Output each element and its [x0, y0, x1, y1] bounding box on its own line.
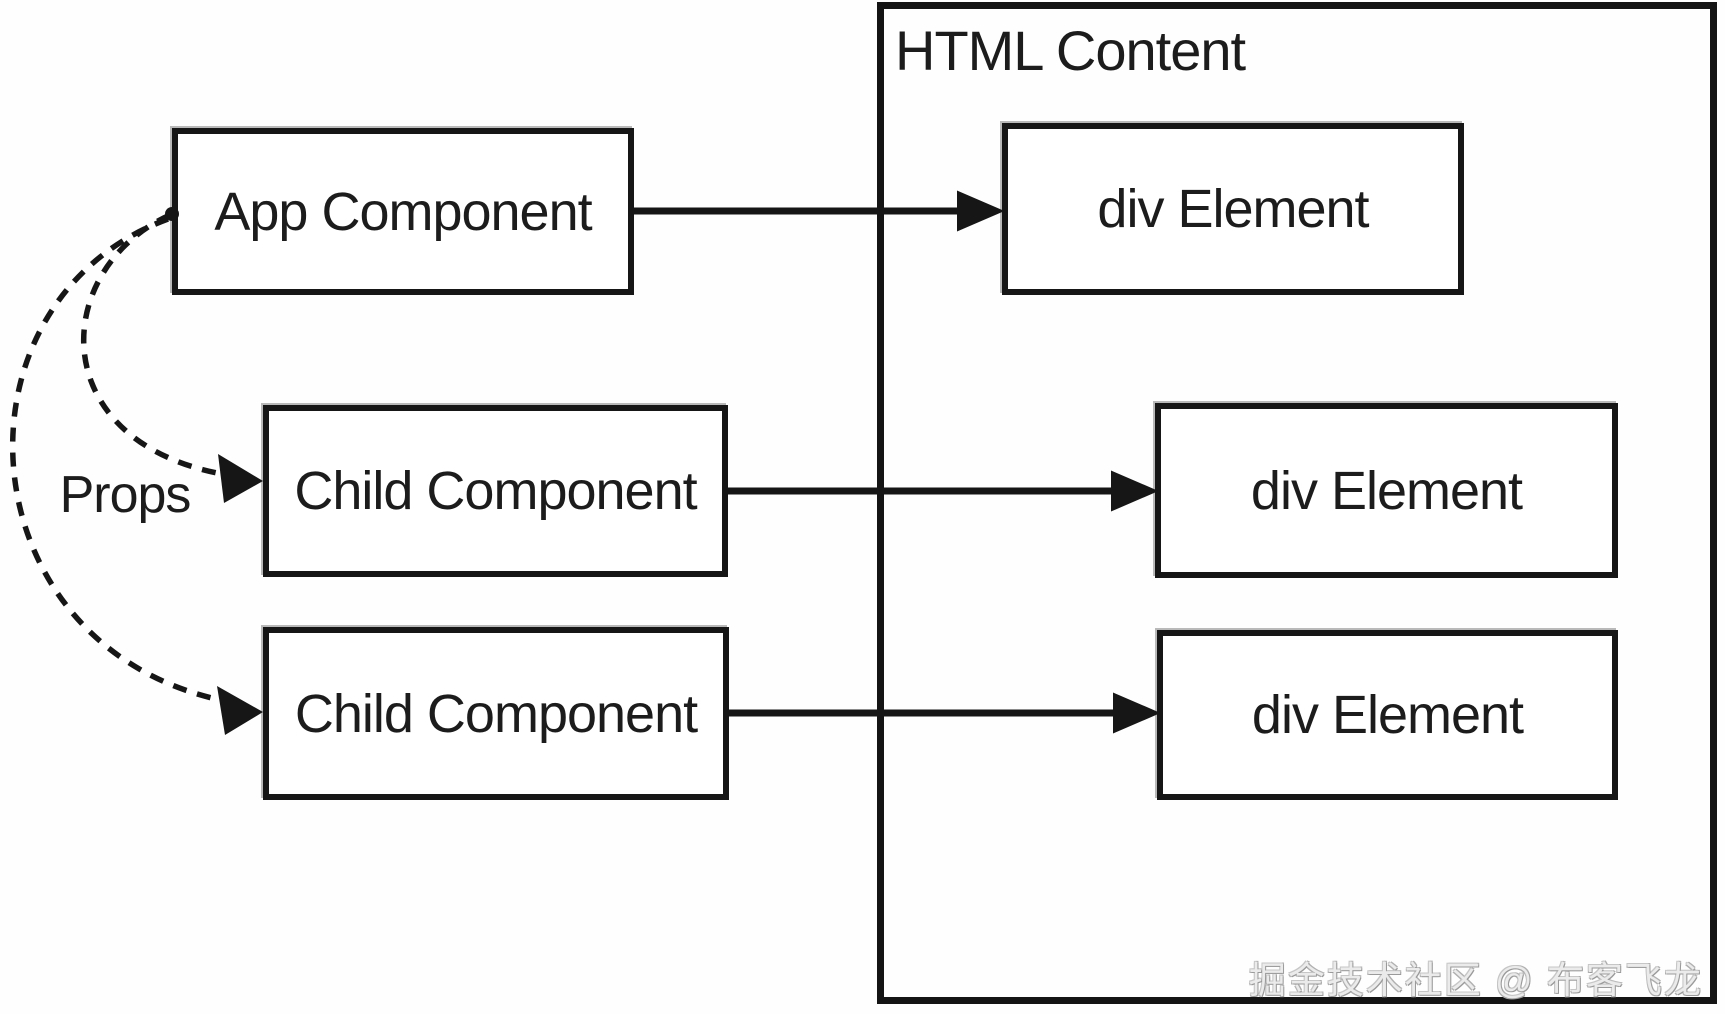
div-element-label-2: div Element — [1250, 460, 1523, 521]
div-element-label-3: div Element — [1251, 685, 1524, 745]
props-arrowhead-child1 — [218, 454, 263, 503]
app-component-label: App Component — [214, 181, 592, 242]
props-label: Props — [59, 466, 192, 524]
html-content-label: HTML Content — [895, 19, 1246, 82]
watermark-text: 掘金技术社区 @ 布客飞龙 — [1248, 960, 1703, 1001]
div-element-label-1: div Element — [1097, 179, 1369, 239]
child-component-box-1: Child Component — [263, 405, 728, 577]
child-component-label-1: Child Component — [294, 461, 697, 521]
div-element-box-2: div Element — [1155, 403, 1618, 578]
div-element-box-1: div Element — [1002, 123, 1464, 295]
child-component-box-2: Child Component — [263, 627, 729, 800]
html-content-container — [877, 2, 1717, 1004]
child-component-label-2: Child Component — [294, 683, 698, 744]
div-element-box-3: div Element — [1157, 630, 1618, 800]
app-component-box: App Component — [172, 128, 634, 295]
props-arrowhead-child2 — [217, 686, 263, 735]
